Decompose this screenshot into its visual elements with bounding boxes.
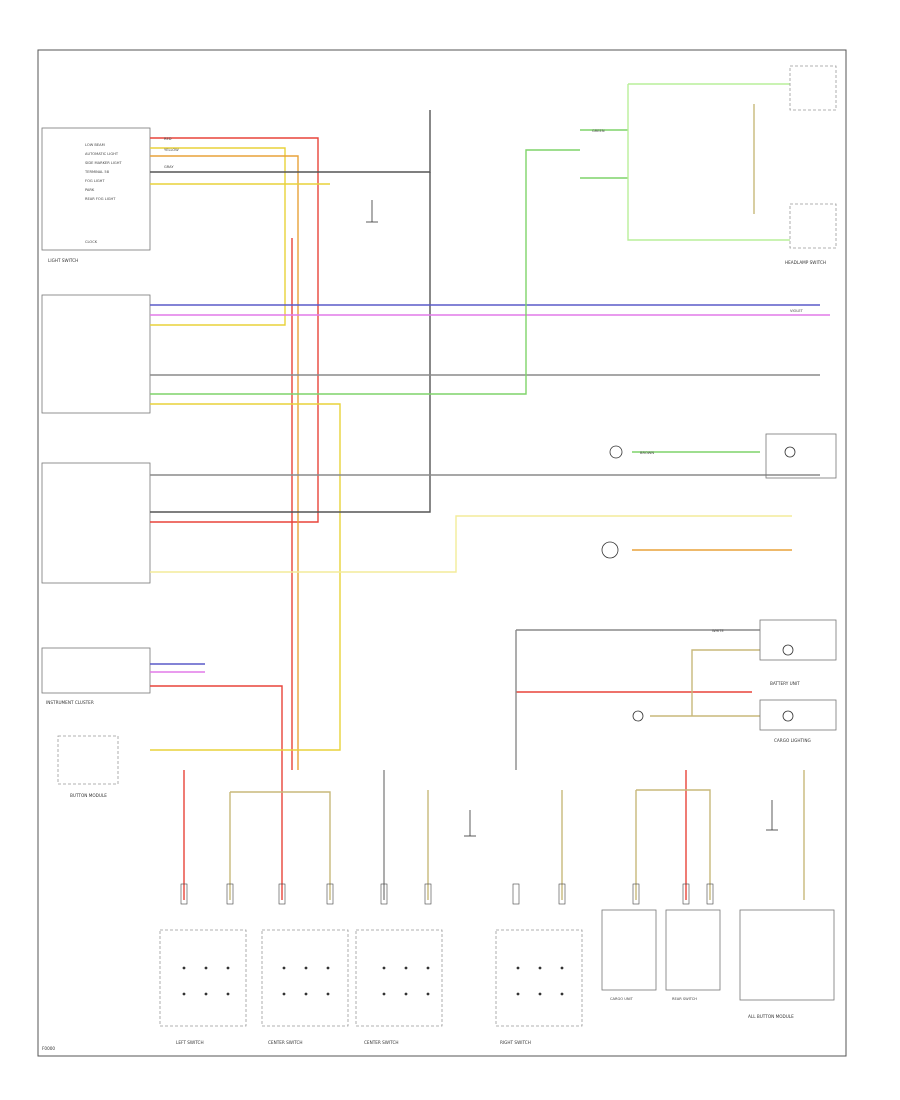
wire-green-1 bbox=[150, 149, 580, 395]
center-switch-1-box bbox=[261, 929, 349, 1027]
right-switch-box bbox=[495, 929, 583, 1027]
tag-green: GREEN bbox=[592, 129, 605, 133]
diagram-frame bbox=[37, 49, 847, 1057]
instrument-cluster-label: INSTRUMENT CLUSTER bbox=[46, 700, 94, 705]
control-unit-box-1 bbox=[41, 294, 151, 414]
wire-green-3 bbox=[627, 83, 790, 241]
wire-olive-1 bbox=[230, 791, 331, 900]
left-switch-box bbox=[159, 929, 247, 1027]
wire-gray-2 bbox=[150, 172, 431, 513]
tag-brown: BROWN bbox=[640, 451, 654, 455]
rear-switch-label: REAR SWITCH bbox=[672, 997, 697, 1001]
left-switch-label: LEFT SWITCH bbox=[176, 1040, 204, 1045]
light-switch-label: LIGHT SWITCH bbox=[48, 258, 78, 263]
ls-pin-1: LOW BEAM bbox=[85, 143, 105, 147]
right-switch-label: RIGHT SWITCH bbox=[500, 1040, 531, 1045]
wire-red-main bbox=[150, 137, 319, 523]
wire-olive-7 bbox=[636, 789, 711, 900]
headlamp-switch-box bbox=[789, 65, 837, 111]
footer-code: F0000 bbox=[42, 1046, 55, 1051]
connector-symbol-1 bbox=[601, 541, 619, 559]
button-module-label: BUTTON MODULE bbox=[70, 793, 107, 798]
cargo-lighting-box bbox=[759, 699, 837, 731]
headlamp-switch-label: HEADLAMP SWITCH bbox=[785, 260, 826, 265]
tag-gray: GRAY bbox=[164, 165, 174, 169]
wire-yellow-3 bbox=[150, 403, 341, 751]
wire-red-cluster bbox=[150, 685, 283, 900]
cargo-unit-box bbox=[601, 909, 657, 991]
connector-symbol-3 bbox=[632, 710, 644, 722]
tag-red: RED bbox=[164, 137, 172, 141]
cargo-unit-label: CARGO UNIT bbox=[610, 997, 634, 1001]
tag-violet: VIOLET bbox=[790, 309, 804, 313]
ground-symbol-1 bbox=[366, 200, 378, 223]
bottom-pins bbox=[182, 966, 564, 996]
center-switch-2-box bbox=[355, 929, 443, 1027]
instrument-cluster-box bbox=[41, 647, 151, 694]
wire-green-2 bbox=[580, 129, 628, 179]
control-unit-box-2 bbox=[41, 462, 151, 584]
ls-pin-6: PARK bbox=[85, 188, 95, 192]
headlamp-switch-box-2 bbox=[789, 203, 837, 249]
ls-pin-8: CLOCK bbox=[85, 240, 98, 244]
connector-symbol-2 bbox=[609, 445, 623, 459]
rear-switch-box bbox=[665, 909, 721, 991]
right-unit-box-1 bbox=[765, 433, 837, 479]
ground-symbol-3 bbox=[766, 800, 778, 831]
light-switch-box bbox=[41, 127, 151, 251]
connector-stubs bbox=[180, 883, 714, 905]
ls-pin-5: FOG LIGHT bbox=[85, 179, 105, 183]
lamp-symbol-3 bbox=[782, 710, 794, 722]
wire-olive-3 bbox=[691, 649, 760, 716]
lamp-symbol-1 bbox=[784, 446, 796, 458]
ground-symbol-2 bbox=[464, 810, 476, 837]
button-module-box bbox=[57, 735, 119, 785]
wire-yellow-1 bbox=[150, 147, 286, 326]
battery-unit-box bbox=[759, 619, 837, 661]
ls-pin-7: REAR FOG LIGHT bbox=[85, 197, 116, 201]
wire-gray-1 bbox=[150, 110, 431, 173]
ls-pin-4: TERMINAL 58 bbox=[84, 170, 110, 174]
center-switch-1-label: CENTER SWITCH bbox=[268, 1040, 303, 1045]
ls-pin-3: SIDE MARKER LIGHT bbox=[85, 161, 122, 165]
wire-yellow-4 bbox=[150, 515, 792, 573]
tag-white: WHITE bbox=[712, 629, 725, 633]
all-button-module-box bbox=[739, 909, 835, 1001]
lamp-symbol-2 bbox=[782, 644, 794, 656]
tag-yellow: YELLOW bbox=[164, 148, 179, 152]
battery-unit-label: BATTERY UNIT bbox=[770, 681, 800, 686]
cargo-lighting-label: CARGO LIGHTING bbox=[774, 738, 811, 743]
all-button-module-label: ALL BUTTON MODULE bbox=[748, 1014, 794, 1019]
center-switch-2-label: CENTER SWITCH bbox=[364, 1040, 399, 1045]
ls-pin-2: AUTOMATIC LIGHT bbox=[85, 152, 119, 156]
wire-orange-1 bbox=[150, 155, 299, 770]
